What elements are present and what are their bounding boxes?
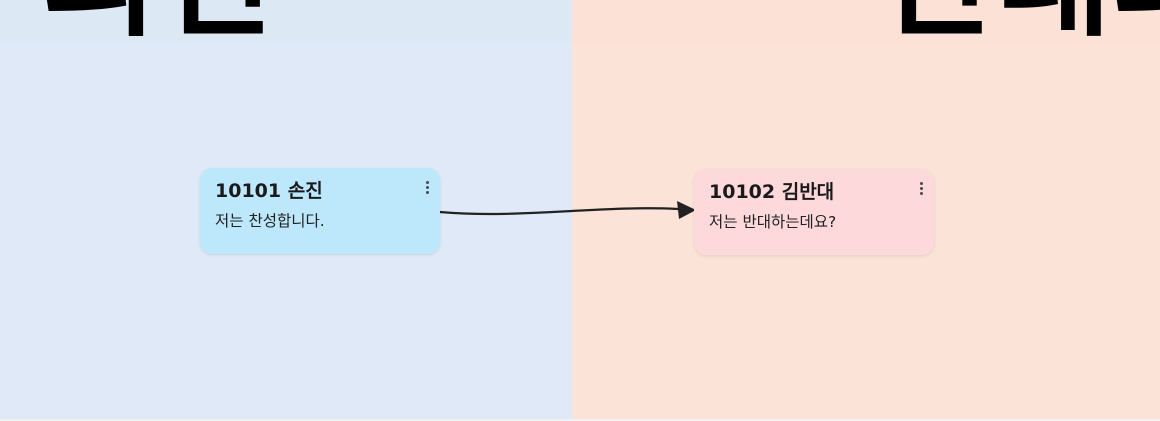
column-right: 반대의 <box>572 0 1160 421</box>
column-right-heading: 반대의 <box>880 0 1160 44</box>
bottom-edge <box>0 419 1160 421</box>
more-vertical-icon[interactable] <box>914 178 928 198</box>
post-card-body: 저는 찬성합니다. <box>215 212 325 230</box>
column-right-header-band <box>572 0 1160 44</box>
column-left-header-band <box>0 0 572 44</box>
post-card-10102[interactable]: 10102 김반대 저는 반대하는데요? <box>694 169 934 255</box>
menu-dot <box>425 190 429 194</box>
menu-dot <box>919 186 923 190</box>
menu-dot <box>425 180 429 184</box>
column-left-heading: 의견 <box>42 0 274 44</box>
menu-dot <box>919 181 923 185</box>
more-vertical-icon[interactable] <box>420 177 434 197</box>
post-card-title: 10102 김반대 <box>709 181 835 203</box>
menu-dot <box>425 185 429 189</box>
menu-dot <box>919 191 923 195</box>
post-card-10101[interactable]: 10101 손진 저는 찬성합니다. <box>200 168 440 254</box>
post-card-title: 10101 손진 <box>215 180 323 202</box>
post-card-body: 저는 반대하는데요? <box>709 213 837 231</box>
